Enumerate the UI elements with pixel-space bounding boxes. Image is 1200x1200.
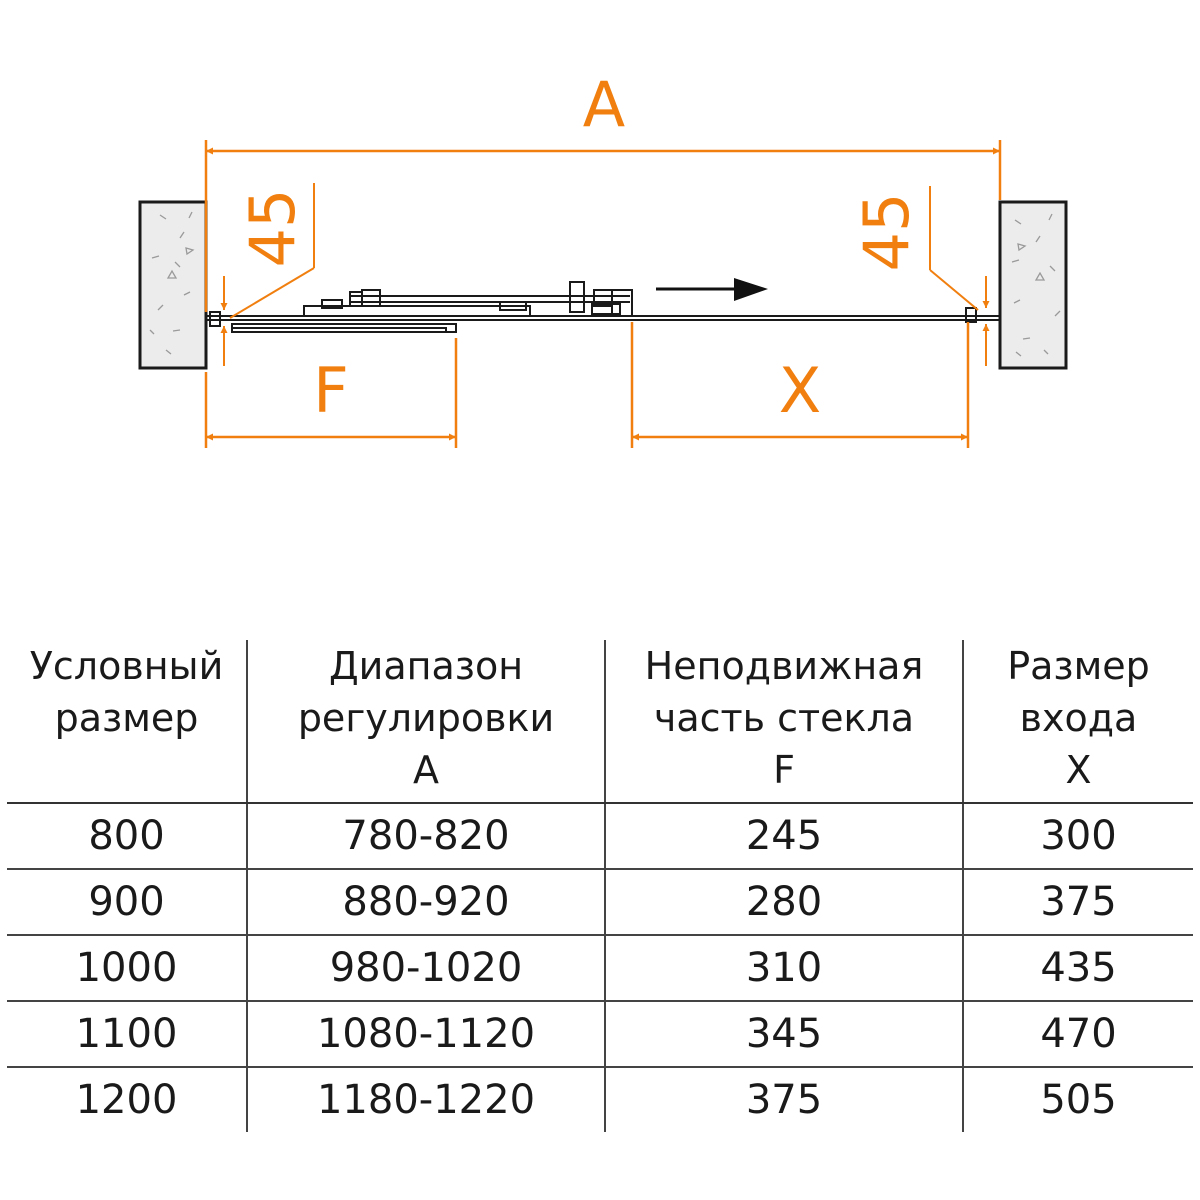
cell-entry-size: 435 bbox=[962, 935, 1193, 1002]
cell-nominal-size: 800 bbox=[7, 803, 247, 870]
cell-fixed-glass: 310 bbox=[604, 935, 963, 1002]
dimension-a bbox=[204, 140, 1002, 312]
header-fixed-glass: Неподвижная часть стекла F bbox=[604, 640, 963, 804]
cell-fixed-glass: 280 bbox=[604, 869, 963, 936]
dimension-x bbox=[630, 322, 970, 448]
table-header-row: Условный размер Диапазон регулировки A Н… bbox=[7, 640, 1193, 804]
arrow-right-icon bbox=[656, 278, 768, 301]
cell-adjustment-range: 980-1020 bbox=[246, 935, 605, 1002]
table-row: 900 880-920 280 375 bbox=[7, 869, 1193, 936]
cell-fixed-glass: 245 bbox=[604, 803, 963, 870]
header-entry-size: Размер входа X bbox=[962, 640, 1193, 804]
header-adjustment-range: Диапазон регулировки A bbox=[246, 640, 605, 804]
cell-fixed-glass: 345 bbox=[604, 1001, 963, 1068]
cell-nominal-size: 1200 bbox=[75, 1077, 178, 1123]
dimension-f bbox=[204, 338, 458, 448]
table-row: 1000 980-1020 310 435 bbox=[7, 935, 1193, 1002]
cell-entry-size: 470 bbox=[962, 1001, 1193, 1068]
left-offset-label: 45 bbox=[236, 189, 309, 268]
cell-entry-size: 375 bbox=[962, 869, 1193, 936]
dimension-f-label: F bbox=[313, 354, 349, 427]
cell-adjustment-range: 780-820 bbox=[246, 803, 605, 870]
cell-fixed-glass: 375 bbox=[604, 1067, 963, 1132]
left-offset-dimension bbox=[220, 183, 315, 366]
cell-nominal-size: 900 bbox=[7, 869, 247, 936]
door-profile bbox=[206, 281, 1000, 333]
dimension-x-label: X bbox=[779, 354, 821, 427]
left-wall bbox=[138, 200, 208, 370]
size-table: Условный размер Диапазон регулировки A Н… bbox=[7, 640, 1193, 1132]
right-offset-dimension bbox=[929, 186, 990, 366]
cell-adjustment-range: 1080-1120 bbox=[246, 1001, 605, 1068]
cell-entry-size: 300 bbox=[962, 803, 1193, 870]
cell-nominal-size: 1100 bbox=[7, 1001, 247, 1068]
cell-entry-size: 505 bbox=[962, 1067, 1193, 1132]
cell-adjustment-range: 1180-1220 bbox=[246, 1067, 605, 1132]
table-row: 1100 1080-1120 345 470 bbox=[7, 1001, 1193, 1068]
installation-diagram: A F X 45 45 bbox=[138, 68, 1068, 448]
table-row: 1200 1180-1220 375 505 bbox=[7, 1067, 1193, 1132]
right-wall bbox=[998, 200, 1068, 370]
table-row: 800 780-820 245 300 bbox=[7, 803, 1193, 870]
right-offset-label: 45 bbox=[850, 193, 923, 272]
header-nominal-size: Условный размер bbox=[7, 640, 247, 804]
cell-nominal-size: 1000 bbox=[7, 935, 247, 1002]
cell-adjustment-range: 880-920 bbox=[246, 869, 605, 936]
dimension-a-label: A bbox=[583, 68, 625, 141]
